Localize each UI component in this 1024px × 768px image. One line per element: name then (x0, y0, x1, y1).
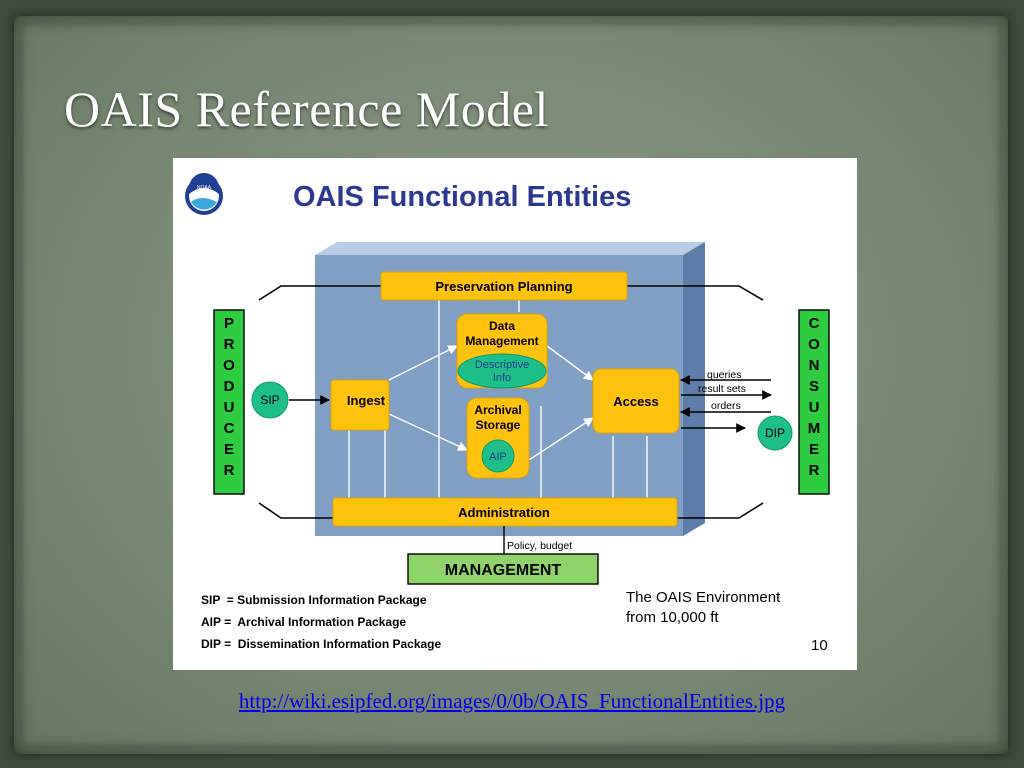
aip-label: AIP (489, 451, 507, 463)
consumer-letter: O (808, 336, 820, 353)
noaa-logo: NOAA (185, 173, 223, 215)
access-label: Access (613, 394, 659, 409)
administration-box (332, 497, 678, 527)
policy-budget-label: Policy, budget (507, 540, 572, 552)
producer-letter: U (224, 399, 235, 416)
producer-bar (213, 309, 245, 495)
internal-flows (348, 300, 648, 498)
sip-circle (251, 381, 289, 419)
preservation-planning-box (380, 271, 628, 301)
consumer-letter: N (809, 357, 820, 374)
environment-caption-1: The OAIS Environment (626, 589, 781, 606)
legend-item: SIP = Submission Information Package (201, 593, 427, 607)
archival-storage-label-2: Storage (476, 418, 521, 432)
archival-storage-label-1: Archival (474, 403, 521, 417)
producer-letter: D (224, 378, 235, 395)
producer-letter: R (224, 336, 235, 353)
oais-diagram-image: NOAA OAIS Functional Entities Preservati… (173, 158, 857, 670)
data-management-label-1: Data (489, 319, 515, 333)
queries-label: queries (707, 369, 741, 381)
result-sets-label: result sets (698, 383, 746, 395)
orders-label: orders (711, 400, 741, 412)
data-management-label-2: Management (465, 334, 538, 348)
dip-label: DIP (765, 426, 785, 440)
producer-letter: P (224, 315, 234, 332)
administration-label: Administration (458, 505, 550, 520)
dip-circle (757, 415, 793, 451)
consumer-letter: S (809, 378, 819, 395)
source-link[interactable]: http://wiki.esipfed.org/images/0/0b/OAIS… (238, 689, 786, 713)
legend-item: AIP = Archival Information Package (201, 615, 406, 629)
producer-letter: E (224, 441, 234, 458)
descriptive-info-label-1: Descriptive (475, 359, 529, 371)
descriptive-info-label-2: Info (493, 372, 511, 384)
legend: SIP = Submission Information Package AIP… (201, 593, 442, 651)
descriptive-info-ellipse (457, 353, 547, 389)
management-box (407, 553, 599, 585)
figure-title: OAIS Functional Entities (293, 181, 631, 213)
access-box (592, 368, 680, 434)
noaa-logo-text: NOAA (197, 185, 212, 191)
consumer-bar (798, 309, 830, 495)
consumer-letters: C O N S U M E R (808, 315, 821, 479)
aip-circle (481, 439, 515, 473)
producer-letter: O (223, 357, 235, 374)
sip-label: SIP (260, 393, 279, 407)
consumer-flows (680, 375, 772, 433)
ingest-label: Ingest (347, 393, 386, 408)
legend-item: DIP = Dissemination Information Package (201, 637, 442, 651)
consumer-letter: E (809, 441, 819, 458)
oais-diagram: NOAA OAIS Functional Entities Preservati… (185, 173, 830, 654)
preservation-planning-label: Preservation Planning (435, 279, 572, 294)
consumer-letter: C (809, 315, 820, 332)
environment-caption-2: from 10,000 ft (626, 609, 719, 626)
consumer-letter: R (809, 462, 820, 479)
producer-letter: R (224, 462, 235, 479)
slide-title: OAIS Reference Model (64, 81, 549, 137)
management-label: MANAGEMENT (445, 562, 562, 579)
consumer-letter: U (809, 399, 820, 416)
consumer-letter: M (808, 420, 821, 437)
producer-letters: P R O D U C E R (223, 315, 235, 479)
producer-letter: C (224, 420, 235, 437)
environment-bracket (258, 285, 764, 519)
page-number: 10 (811, 637, 828, 654)
ingest-box (330, 379, 390, 431)
